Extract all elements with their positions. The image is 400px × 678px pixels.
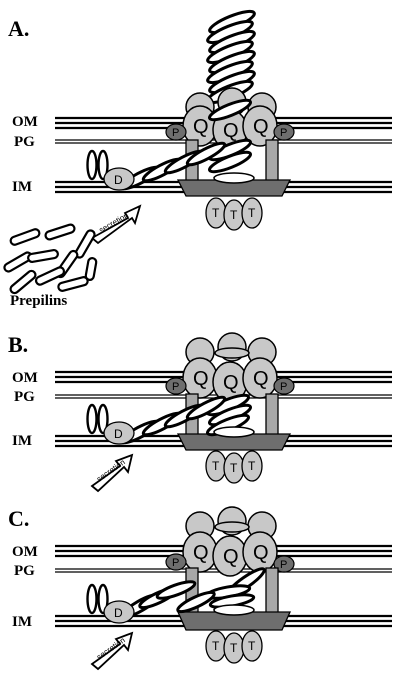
panel-a-om-label: OM [12, 114, 38, 130]
panel-c-pilot-protein-right [273, 555, 295, 573]
panel-a-prepilin-peptidase [103, 167, 135, 191]
panel-b-q-left-label: Q [193, 368, 209, 390]
panel-b-om-label: OM [12, 370, 38, 386]
panel-a-q-right-label: Q [253, 116, 269, 138]
panel-a-t1-label: T [212, 206, 220, 220]
panel-c-t2-label: T [230, 641, 238, 655]
panel-b-atpase-complex [205, 450, 263, 484]
panel-c-p-left-label: P [172, 557, 179, 569]
panel-c-im-label: IM [12, 614, 32, 630]
panel-c-q-left-label: Q [193, 542, 209, 564]
panel-b-secretion-arrow: secretion [90, 453, 134, 493]
panel-c-assembling-pilins [121, 580, 216, 619]
panel-b: B. OM PG IM Q Q Q [8, 332, 392, 493]
panel-c-t1-label: T [212, 639, 220, 653]
panel-b-p-right-label: P [280, 381, 287, 393]
panel-a-q-center-label: Q [223, 120, 239, 142]
panel-b-membrane-prepilins [86, 403, 109, 435]
panel-b-p-left-label: P [172, 381, 179, 393]
panel-a-pilot-protein-left [165, 123, 187, 141]
panel-b-pilot-protein-left [165, 377, 187, 395]
panel-b-pilot-protein-right [273, 377, 295, 395]
panel-a-pg-label: PG [14, 134, 35, 150]
panel-b-t2-label: T [230, 461, 238, 475]
panel-a-d-label: D [114, 173, 123, 187]
panel-a-atpase-complex [205, 197, 263, 231]
panel-c-d-label: D [114, 606, 123, 620]
panel-a-membrane-prepilins [86, 149, 109, 181]
panel-c-pilot-protein-left [165, 553, 187, 571]
panel-a-assembling-pilins [119, 141, 227, 191]
panel-a: A. OM PG IM [3, 9, 392, 309]
panel-a-q-left-label: Q [193, 116, 209, 138]
panel-c-q-center-label: Q [223, 546, 239, 568]
panel-b-q-center-label: Q [223, 372, 239, 394]
panel-b-t3-label: T [248, 459, 256, 473]
panel-c-secretion-arrow: secretion [90, 631, 134, 671]
panel-c-p-right-label: P [280, 559, 287, 571]
panel-a-pilot-protein-right [273, 123, 295, 141]
panel-a-cytoplasmic-prepilins [3, 223, 98, 295]
panel-c: C. OM PG IM Q Q Q [8, 506, 392, 671]
panel-c-pg-label: PG [14, 563, 35, 579]
panel-c-atpase-complex [205, 630, 263, 664]
panel-a-p-right-label: P [280, 127, 287, 139]
panel-b-pg-label: PG [14, 389, 35, 405]
panel-b-label: B. [8, 332, 28, 357]
panel-b-t1-label: T [212, 459, 220, 473]
panel-a-p-left-label: P [172, 127, 179, 139]
panel-c-q-right-label: Q [253, 542, 269, 564]
panel-a-im-label: IM [12, 179, 32, 195]
panel-b-im-label: IM [12, 433, 32, 449]
panel-a-t2-label: T [230, 208, 238, 222]
panel-c-label: C. [8, 506, 29, 531]
panel-c-membrane-prepilins [86, 583, 109, 615]
panel-b-secretin-complex [182, 332, 278, 403]
panel-a-t3-label: T [248, 206, 256, 220]
panel-a-label: A. [8, 16, 29, 41]
panel-c-om-label: OM [12, 544, 38, 560]
panel-c-prepilin-peptidase [103, 600, 135, 624]
panel-b-q-right-label: Q [253, 368, 269, 390]
panel-a-pilus-in-channel [207, 98, 253, 174]
panel-c-t3-label: T [248, 639, 256, 653]
panel-a-prepilins-label: Prepilins [10, 293, 67, 309]
panel-b-d-label: D [114, 427, 123, 441]
panel-a-secretion-arrow: secretion [90, 204, 142, 245]
panel-b-prepilin-peptidase [103, 421, 135, 445]
